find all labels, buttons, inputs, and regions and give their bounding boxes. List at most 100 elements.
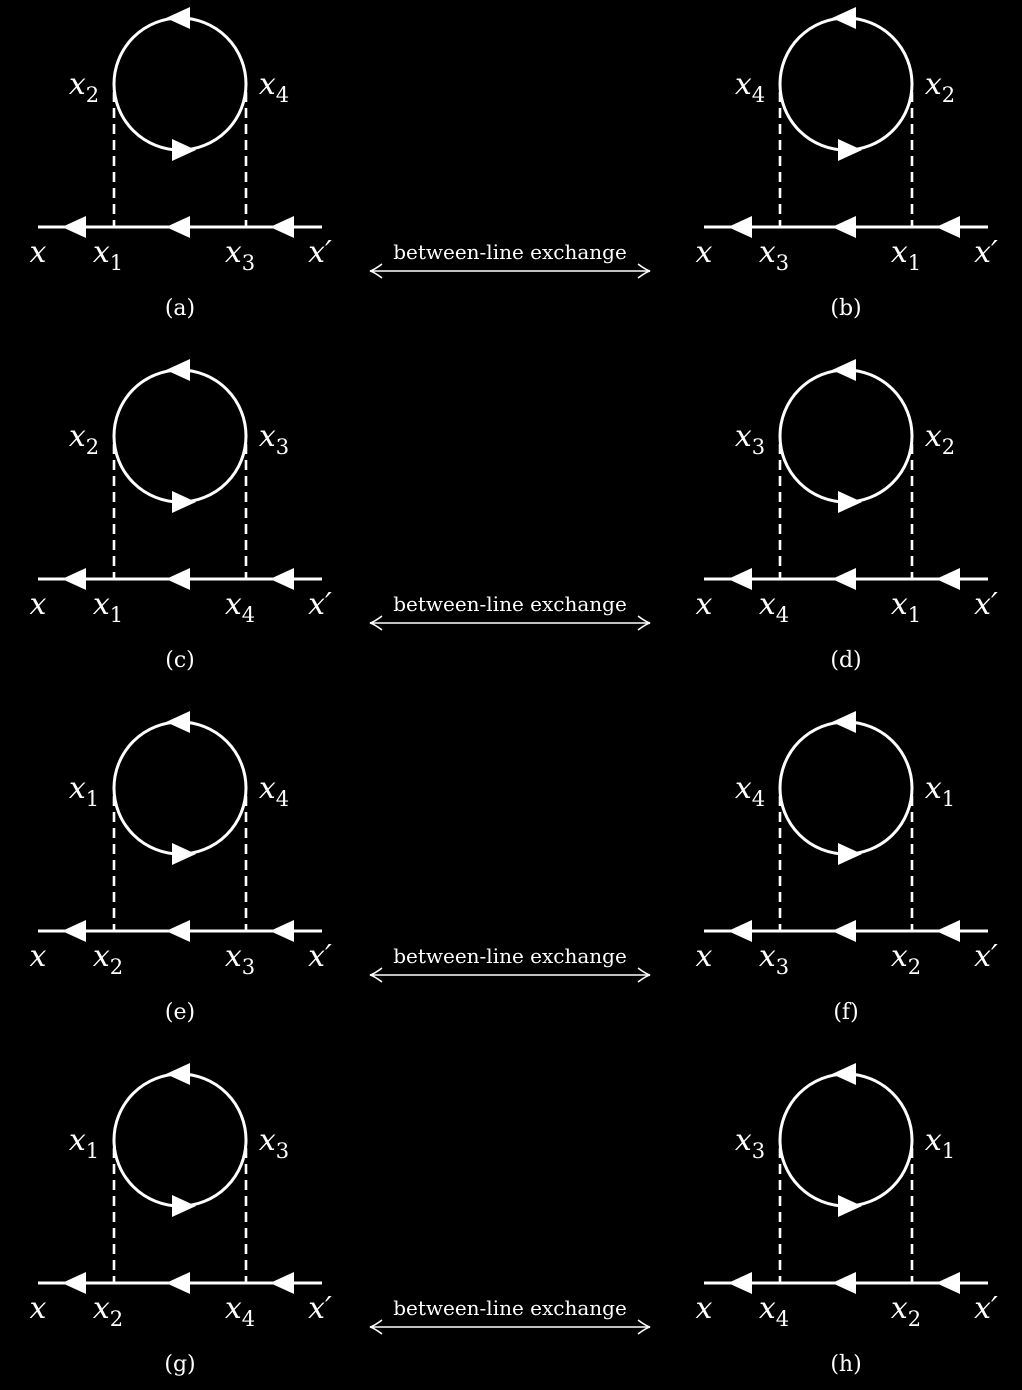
loop-arrow-top bbox=[166, 7, 190, 29]
loop-arrow-bottom bbox=[172, 1195, 196, 1217]
vertex-label-bottom-right-symbol: x bbox=[891, 939, 908, 974]
vertex-label-top-right: x3 bbox=[259, 1123, 289, 1163]
vertex-label-top-right: x3 bbox=[259, 419, 289, 459]
vertex-label-top-left-symbol: x bbox=[735, 419, 752, 454]
exchange-label: between-line exchange bbox=[393, 1296, 627, 1320]
external-point-left: x bbox=[696, 235, 713, 270]
vertex-label-bottom-right-subscript: 2 bbox=[908, 955, 921, 979]
external-point-left: x bbox=[696, 1291, 713, 1326]
vertex-label-top-left-subscript: 4 bbox=[752, 83, 765, 107]
vertex-label-top-left: x4 bbox=[735, 771, 765, 811]
fermion-arrow-right bbox=[936, 920, 960, 942]
vertex-label-bottom-right: x4 bbox=[225, 587, 255, 627]
vertex-label-bottom-right-symbol: x bbox=[225, 587, 242, 622]
exchange-arrowhead-left bbox=[369, 1319, 383, 1335]
vertex-label-top-left-subscript: 3 bbox=[752, 435, 765, 459]
vertex-label-top-right-symbol: x bbox=[925, 419, 942, 454]
loop-arrow-bottom bbox=[838, 843, 862, 865]
exchange-connector: between-line exchange bbox=[369, 592, 651, 631]
vertex-label-bottom-right-subscript: 1 bbox=[908, 251, 921, 275]
exchange-arrowhead-left bbox=[369, 263, 383, 279]
vertex-label-top-left-symbol: x bbox=[735, 1123, 752, 1158]
fermion-arrow-right bbox=[936, 1272, 960, 1294]
loop-arrow-bottom bbox=[172, 843, 196, 865]
exchange-arrowhead-left bbox=[369, 967, 383, 983]
loop-arrow-bottom bbox=[172, 491, 196, 513]
vertex-label-top-right-subscript: 2 bbox=[942, 83, 955, 107]
external-point-left: x bbox=[30, 587, 47, 622]
vertex-label-bottom-left-subscript: 1 bbox=[110, 603, 123, 627]
fermion-loop bbox=[112, 1072, 248, 1208]
vertex-label-top-left: x1 bbox=[69, 771, 99, 811]
fermion-loop bbox=[112, 16, 248, 152]
vertex-label-bottom-left-symbol: x bbox=[759, 939, 776, 974]
vertex-label-bottom-left-symbol: x bbox=[93, 939, 110, 974]
exchange-label: between-line exchange bbox=[393, 944, 627, 968]
vertex-label-top-left-symbol: x bbox=[69, 771, 86, 806]
vertex-label-bottom-right: x3 bbox=[225, 235, 255, 275]
vertex-label-bottom-right-symbol: x bbox=[891, 587, 908, 622]
vertex-label-top-right-subscript: 3 bbox=[276, 435, 289, 459]
vertex-label-top-left-subscript: 2 bbox=[86, 83, 99, 107]
external-point-right: x′ bbox=[308, 587, 332, 622]
vertex-label-top-left-symbol: x bbox=[735, 771, 752, 806]
exchange-label: between-line exchange bbox=[393, 592, 627, 616]
vertex-label-top-right: x2 bbox=[925, 67, 955, 107]
vertex-label-top-left: x3 bbox=[735, 419, 765, 459]
vertex-label-top-right-subscript: 1 bbox=[942, 1139, 955, 1163]
vertex-label-bottom-right-subscript: 3 bbox=[242, 251, 255, 275]
external-point-right: x′ bbox=[308, 235, 332, 270]
vertex-label-top-left-symbol: x bbox=[735, 67, 752, 102]
vertex-label-bottom-left-subscript: 3 bbox=[776, 251, 789, 275]
vertex-label-bottom-right-subscript: 2 bbox=[908, 1307, 921, 1331]
loop-arrow-top bbox=[166, 359, 190, 381]
vertex-label-top-right-symbol: x bbox=[259, 67, 276, 102]
loop-arrow-top bbox=[832, 7, 856, 29]
fermion-arrow-middle bbox=[166, 920, 190, 942]
fermion-arrow-left bbox=[728, 216, 752, 238]
vertex-label-top-right: x4 bbox=[259, 771, 289, 811]
external-point-right: x′ bbox=[974, 235, 998, 270]
vertex-label-bottom-left-subscript: 1 bbox=[110, 251, 123, 275]
vertex-label-bottom-right-symbol: x bbox=[891, 235, 908, 270]
vertex-label-bottom-left-subscript: 2 bbox=[110, 955, 123, 979]
external-point-right: x′ bbox=[308, 939, 332, 974]
fermion-arrow-left bbox=[728, 920, 752, 942]
vertex-label-bottom-right: x2 bbox=[891, 1291, 921, 1331]
fermion-arrow-middle bbox=[832, 216, 856, 238]
vertex-label-bottom-right-symbol: x bbox=[225, 235, 242, 270]
diagram-caption: (b) bbox=[830, 296, 861, 321]
external-point-left: x bbox=[696, 587, 713, 622]
vertex-label-top-right-symbol: x bbox=[925, 67, 942, 102]
fermion-arrow-middle bbox=[832, 568, 856, 590]
external-point-right: x′ bbox=[974, 587, 998, 622]
vertex-label-bottom-left: x2 bbox=[93, 939, 123, 979]
fermion-arrow-right bbox=[936, 568, 960, 590]
exchange-connector: between-line exchange bbox=[369, 1296, 651, 1335]
vertex-label-bottom-right: x3 bbox=[225, 939, 255, 979]
external-point-left: x bbox=[30, 1291, 47, 1326]
fermion-loop bbox=[112, 720, 248, 856]
vertex-label-top-right: x1 bbox=[925, 1123, 955, 1163]
exchange-arrowhead-left bbox=[369, 615, 383, 631]
fermion-arrow-left bbox=[62, 920, 86, 942]
fermion-loop bbox=[778, 368, 914, 504]
diagram-caption: (e) bbox=[165, 1000, 195, 1025]
fermion-arrow-left bbox=[62, 216, 86, 238]
vertex-label-top-left: x2 bbox=[69, 419, 99, 459]
vertex-label-top-left-subscript: 3 bbox=[752, 1139, 765, 1163]
fermion-arrow-right bbox=[270, 216, 294, 238]
diagram-caption: (d) bbox=[830, 648, 861, 673]
vertex-label-top-right-symbol: x bbox=[925, 771, 942, 806]
diagram-caption: (h) bbox=[830, 1352, 861, 1377]
vertex-label-top-left: x1 bbox=[69, 1123, 99, 1163]
exchange-connector: between-line exchange bbox=[369, 944, 651, 983]
vertex-label-top-left-symbol: x bbox=[69, 67, 86, 102]
vertex-label-bottom-left: x4 bbox=[759, 587, 789, 627]
